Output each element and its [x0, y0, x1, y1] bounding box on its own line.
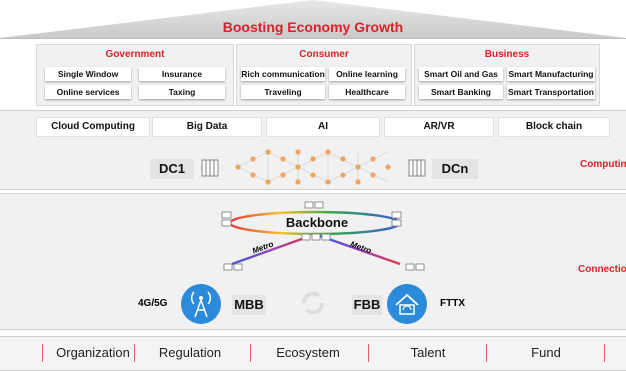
chip-insurance: Insurance [139, 67, 225, 81]
chip-smart-banking: Smart Banking [419, 85, 503, 99]
sync-icon [302, 291, 324, 315]
page-title: Boosting Economy Growth [222, 19, 404, 35]
chip-rich-communication: Rich communication [241, 67, 325, 81]
backbone-label: Backbone [285, 215, 349, 230]
mbb-label: MBB [232, 295, 266, 315]
group-business: Business Smart Oil and Gas Smart Manufac… [414, 44, 600, 106]
chip-taxing: Taxing [139, 85, 225, 99]
tech-cloud-computing: Cloud Computing [36, 117, 150, 137]
antenna-tower-icon [181, 284, 221, 324]
chip-online-services: Online services [45, 85, 131, 99]
foundation-organization: Organization [56, 345, 130, 360]
separator [250, 344, 251, 362]
chip-smart-manufacturing: Smart Manufacturing [507, 67, 595, 81]
chip-single-window: Single Window [45, 67, 131, 81]
group-consumer: Consumer Rich communication Online learn… [236, 44, 412, 106]
foundation-regulation: Regulation [158, 345, 222, 360]
tech-block-chain: Block chain [498, 117, 610, 137]
foundation-talent: Talent [410, 345, 446, 360]
dcn-label: DCn [432, 159, 478, 179]
backbone-network-diagram [221, 201, 425, 271]
connection-label: Connection [578, 264, 626, 275]
group-title: Consumer [299, 49, 349, 60]
connection-layer [0, 193, 626, 330]
chip-online-learning: Online learning [329, 67, 405, 81]
separator [134, 344, 135, 362]
datacenter-network-icon [235, 149, 391, 185]
mobile-prefix-label: 4G/5G [138, 298, 168, 309]
server-icon [408, 159, 426, 177]
home-router-icon [387, 284, 427, 324]
tech-ar-vr: AR/VR [384, 117, 494, 137]
server-icon [201, 159, 219, 177]
group-title: Government [105, 49, 165, 60]
foundation-fund: Fund [531, 345, 561, 360]
tech-ai: AI [266, 117, 380, 137]
roof-banner [0, 0, 626, 39]
fttx-label: FTTX [440, 298, 465, 309]
separator [486, 344, 487, 362]
tech-big-data: Big Data [152, 117, 262, 137]
group-government: Government Single Window Insurance Onlin… [36, 44, 234, 106]
foundation-ecosystem: Ecosystem [276, 345, 340, 360]
chip-smart-oil-gas: Smart Oil and Gas [419, 67, 503, 81]
fbb-label: FBB [352, 295, 382, 315]
separator [42, 344, 43, 362]
chip-smart-transportation: Smart Transportation [507, 85, 595, 99]
group-title: Business [484, 49, 530, 60]
chip-healthcare: Healthcare [329, 85, 405, 99]
separator [604, 344, 605, 362]
computing-label: Computing [580, 159, 626, 170]
dc1-label: DC1 [150, 159, 194, 179]
separator [368, 344, 369, 362]
chip-traveling: Traveling [241, 85, 325, 99]
